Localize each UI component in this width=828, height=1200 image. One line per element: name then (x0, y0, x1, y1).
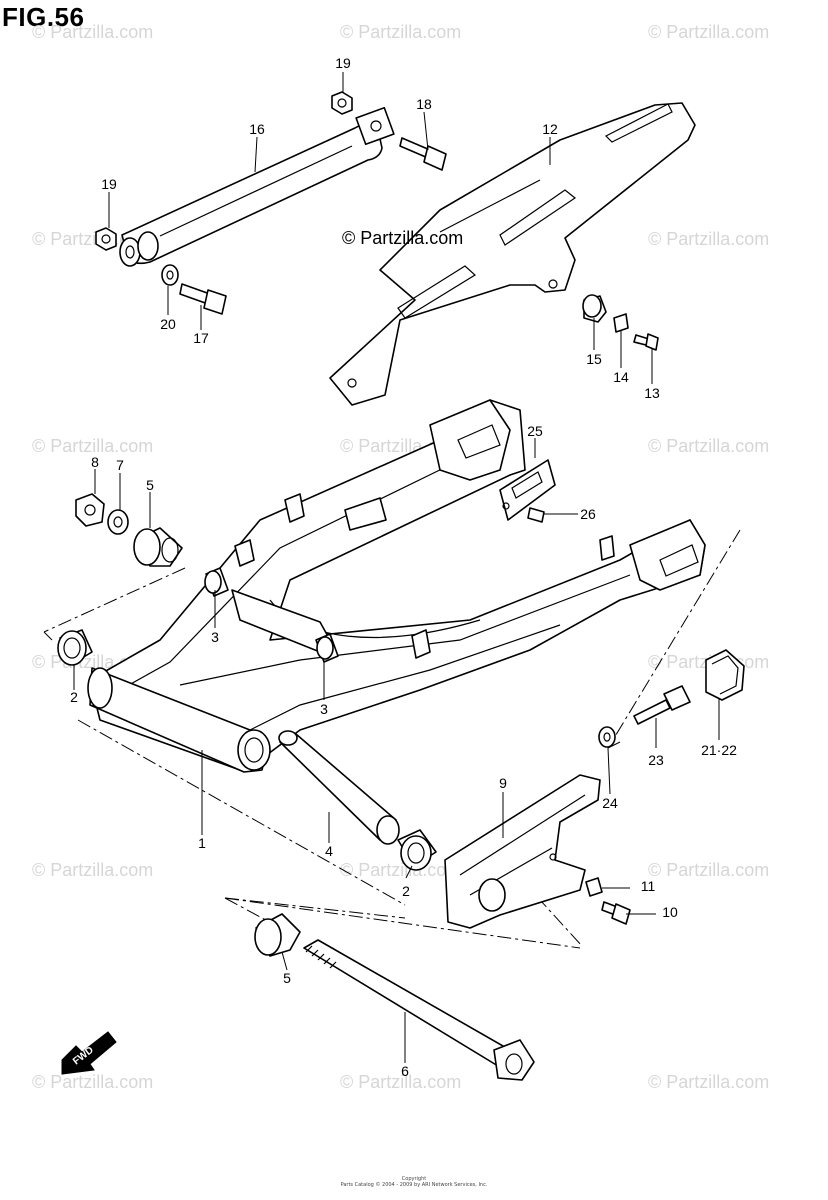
callout-5: 5 (146, 477, 154, 493)
background-watermark: © Partzilla.com (648, 860, 769, 880)
background-watermark: © Partzilla.com (648, 229, 769, 249)
callout-3: 3 (211, 629, 219, 645)
part-collar-11 (585, 877, 603, 897)
callout-2: 2 (402, 883, 410, 899)
part-washer-24 (598, 726, 616, 748)
part-swingarm (87, 399, 706, 773)
part-clip-nut-21-22 (705, 649, 745, 701)
callout-19: 19 (101, 176, 117, 192)
part-bolt-18 (399, 137, 447, 171)
background-watermark: © Partzilla.com (32, 22, 153, 42)
part-bushing-3-upper (204, 567, 229, 597)
part-screw-13 (633, 333, 659, 351)
part-bearing-2-right (397, 829, 437, 871)
part-nut-19-upper (331, 91, 353, 115)
part-collar-5-lower (254, 913, 301, 957)
part-chain-cover (329, 102, 696, 406)
callout-5: 5 (283, 970, 291, 986)
callout-9: 9 (499, 775, 507, 791)
callout-13: 13 (644, 385, 660, 401)
callout-21-22: 21·22 (701, 742, 737, 758)
part-screw-26 (527, 507, 545, 523)
copyright-line-2: Parts Catalog © 2004 - 2009 by ARI Netwo… (340, 1182, 488, 1188)
part-torque-link (119, 106, 395, 267)
callout-18: 18 (416, 96, 432, 112)
callout-24: 24 (602, 795, 618, 811)
part-pivot-shaft (303, 939, 535, 1081)
part-bolt-17 (179, 283, 227, 315)
callout-8: 8 (91, 454, 99, 470)
leader-lines (73, 72, 720, 1063)
callout-7: 7 (116, 457, 124, 473)
center-watermark: © Partzilla.com (342, 228, 463, 248)
callout-3: 3 (320, 701, 328, 717)
callout-2: 2 (70, 689, 78, 705)
callout-20: 20 (160, 316, 176, 332)
callout-10: 10 (662, 904, 678, 920)
callout-15: 15 (586, 351, 602, 367)
part-chain-guide (444, 774, 601, 929)
background-watermark: © Partzilla.com (648, 22, 769, 42)
part-nut-8 (75, 493, 105, 527)
background-watermark: © Partzilla.com (340, 860, 461, 880)
figure-title: FIG.56 (2, 2, 85, 32)
part-collar-14 (613, 313, 629, 333)
watermark-grid: © Partzilla.com © Partzilla.com © Partzill… (32, 22, 769, 1092)
part-washer-20 (161, 264, 179, 286)
callout-14: 14 (613, 369, 629, 385)
background-watermark: © Partzilla.com (340, 22, 461, 42)
background-watermark: © Partzilla.com (340, 1072, 461, 1092)
fwd-arrow-icon: FWD (61, 1031, 117, 1075)
callout-4: 4 (325, 843, 333, 859)
callout-11: 11 (641, 878, 656, 894)
part-nut-19-lower (95, 227, 117, 251)
callout-6: 6 (401, 1063, 409, 1079)
part-collar-5-upper (133, 527, 183, 567)
callout-17: 17 (193, 330, 209, 346)
part-grommet-15 (582, 294, 607, 323)
callout-1: 1 (198, 835, 206, 851)
part-bushing-3-lower (315, 633, 339, 663)
callout-23: 23 (648, 752, 664, 768)
callout-25: 25 (527, 423, 543, 439)
callout-16: 16 (249, 121, 265, 137)
part-bearing-2-left (57, 629, 93, 666)
background-watermark: © Partzilla.com (32, 436, 153, 456)
part-bolt-23 (633, 685, 691, 725)
background-watermark: © Partzilla.com (648, 436, 769, 456)
background-watermark: © Partzilla.com (648, 1072, 769, 1092)
callout-26: 26 (580, 506, 596, 522)
callout-12: 12 (542, 121, 558, 137)
construction-lines (43, 529, 741, 949)
callout-19: 19 (335, 55, 351, 71)
background-watermark: © Partzilla.com (32, 860, 153, 880)
background-watermark: © Partzilla.com (32, 1072, 153, 1092)
part-plate-25 (499, 459, 556, 521)
part-spacer-4 (278, 730, 400, 845)
part-bolt-10 (601, 901, 631, 925)
copyright-line-1: Copyright (401, 1176, 427, 1182)
part-washer-7 (107, 509, 129, 535)
